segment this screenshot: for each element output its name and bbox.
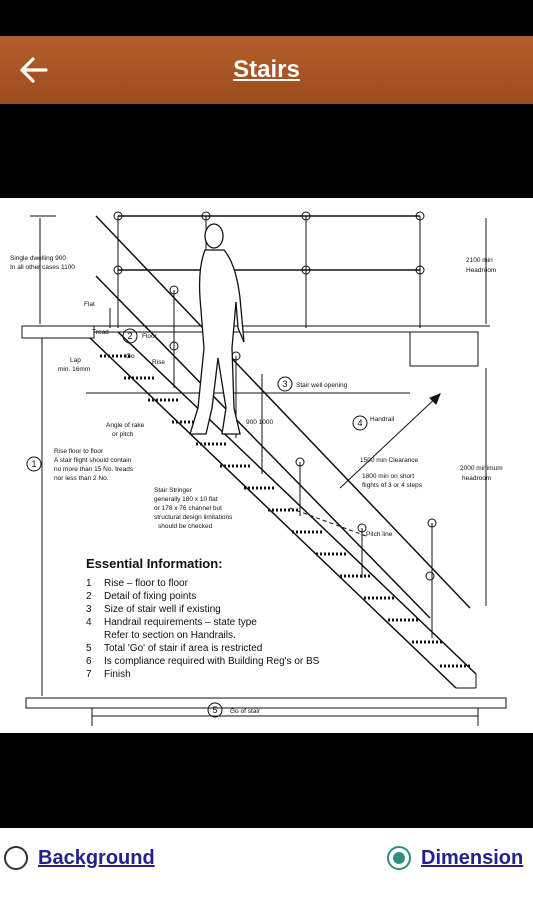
top-spacer xyxy=(0,104,533,198)
essential-item-text: Is compliance required with Building Reg… xyxy=(104,656,320,667)
label-2000-headroom: headroom xyxy=(462,475,491,482)
label-stringer-2: generally 180 x 10 flat xyxy=(154,496,218,503)
dimension-label[interactable]: Dimension xyxy=(421,846,524,869)
label-go-of-stair: Go of stair xyxy=(230,708,261,715)
label-handrail-height: 900 1000 xyxy=(246,419,273,426)
upper-floor-slab xyxy=(21,325,95,339)
stair-drawing: 2 3 4 1 5 Single dwelling 900 In all oth… xyxy=(10,211,507,726)
arrow-left-icon xyxy=(20,57,48,83)
essential-item-text: Size of stair well if existing xyxy=(104,604,221,615)
label-headroom: Headroom xyxy=(466,267,496,274)
label-stringer-3: or 178 x 76 channel but xyxy=(154,505,222,512)
num-5: 5 xyxy=(212,705,217,715)
option-bar: Background Dimension xyxy=(0,828,533,900)
label-rise-note-2: A stair flight should contain xyxy=(54,457,132,464)
label-pitch-line: Pitch line xyxy=(366,531,393,538)
label-flat: Flat xyxy=(84,301,95,308)
label-lap-min: min. 16mm xyxy=(58,366,90,373)
essential-item-num: 7 xyxy=(86,669,92,680)
bottom-spacer xyxy=(0,733,533,828)
essential-item-text: Detail of fixing points xyxy=(104,591,196,602)
essential-item-num: 3 xyxy=(86,604,92,615)
radio-selected-dot xyxy=(393,852,405,864)
background-label[interactable]: Background xyxy=(38,846,155,869)
essential-item-text: Rise – floor to floor xyxy=(104,578,189,589)
background-radio[interactable] xyxy=(4,846,28,870)
ground-floor-slab xyxy=(25,697,507,709)
label-stringer-5: should be checked xyxy=(158,523,213,530)
label-rise-note-3: no more than 15 No. treads xyxy=(54,466,134,473)
essential-item-num: 4 xyxy=(86,617,92,628)
label-rise-note-1: Rise floor to floor xyxy=(54,448,104,455)
label-rise-top: Rise xyxy=(152,359,165,366)
dimension-radio[interactable] xyxy=(387,846,411,870)
background-option[interactable]: Background xyxy=(4,846,155,870)
essential-item-text: Handrail requirements – state type xyxy=(104,617,257,628)
person-figure xyxy=(189,223,245,435)
label-clearance-2: 1800 min on short xyxy=(362,473,414,480)
label-pitch: or pitch xyxy=(112,431,134,438)
label-tread: Tread xyxy=(92,329,109,336)
label-clearance-1: 1500 min Clearance xyxy=(360,457,419,464)
label-single-dwelling: Single dwelling 900 xyxy=(10,255,66,262)
essential-list: 1 Rise – floor to floor 2 Detail of fixing … xyxy=(86,578,320,680)
essential-item-num: 6 xyxy=(86,656,92,667)
label-stringer-4: structural design limitations xyxy=(154,514,233,521)
label-floor: Floor xyxy=(142,333,158,340)
num-2: 2 xyxy=(127,331,132,341)
label-go: Go xyxy=(126,353,135,360)
label-handrail: Handrail xyxy=(370,416,395,423)
stair-diagram: 2 3 4 1 5 Single dwelling 900 In all oth… xyxy=(0,198,533,733)
page-title: Stairs xyxy=(233,56,300,83)
right-slab xyxy=(409,331,479,367)
essential-item-text: Total 'Go' of stair if area is restricte… xyxy=(104,643,262,654)
label-stringer-1: Stair Stringer xyxy=(154,487,193,494)
label-other-cases: In all other cases 1100 xyxy=(10,264,75,271)
essential-item-num: 1 xyxy=(86,578,92,589)
back-button[interactable] xyxy=(18,56,50,84)
status-bar xyxy=(0,0,533,36)
app-bar: Stairs xyxy=(0,36,533,104)
label-angle: Angle of rake xyxy=(106,422,145,429)
essential-item-text: Refer to section on Handrails. xyxy=(104,630,236,641)
essential-item-text: Finish xyxy=(104,669,131,680)
num-3: 3 xyxy=(282,379,287,389)
label-2100: 2100 min xyxy=(466,257,493,264)
label-clearance-3: flights of 3 or 4 steps xyxy=(362,482,423,489)
dimension-option[interactable]: Dimension xyxy=(387,846,523,870)
num-4: 4 xyxy=(357,418,362,428)
essential-item-num: 5 xyxy=(86,643,92,654)
label-2000: 2000 minimum xyxy=(460,465,503,472)
essential-title: Essential Information: xyxy=(86,556,223,571)
label-rise-note-4: nor less than 2 No. xyxy=(54,475,109,482)
label-stair-well: Stair well opening xyxy=(296,382,348,389)
num-1: 1 xyxy=(31,459,36,469)
label-lap: Lap xyxy=(70,357,81,364)
essential-item-num: 2 xyxy=(86,591,92,602)
